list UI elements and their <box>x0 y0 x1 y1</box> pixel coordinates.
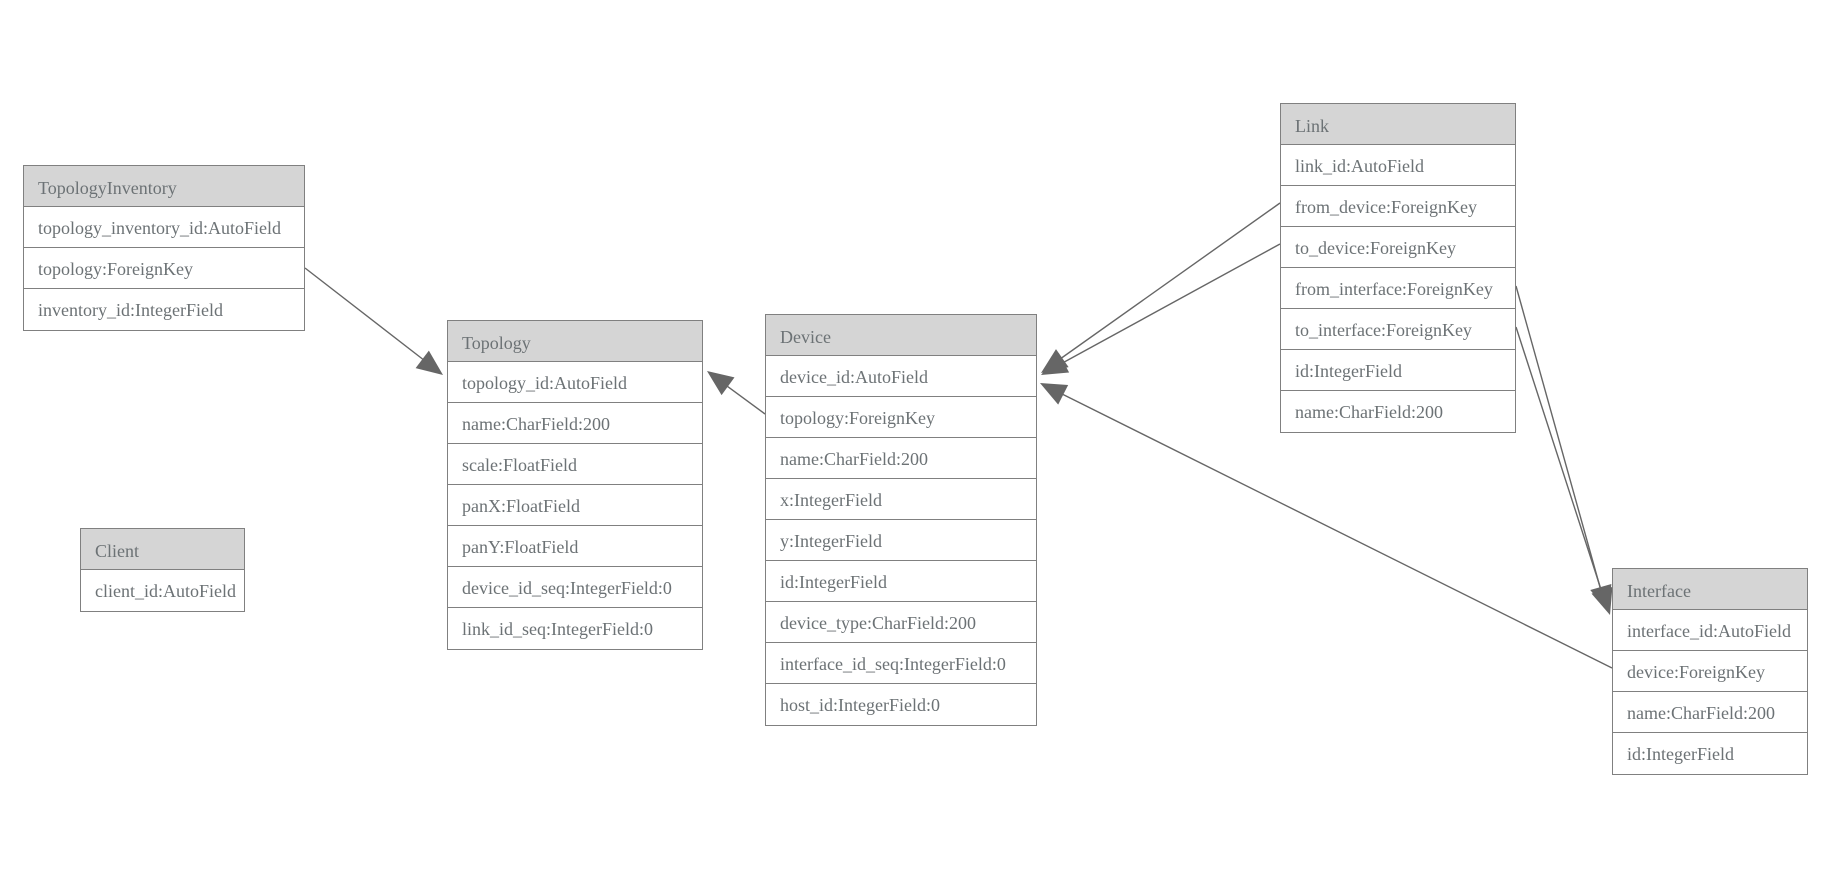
relationship-link-from-device <box>1041 202 1281 373</box>
relationship-line <box>1045 202 1281 370</box>
relationship-line <box>1515 285 1606 606</box>
entity-attribute-row[interactable]: host_id:IntegerField:0 <box>766 684 1036 725</box>
entity-attribute-row[interactable]: to_device:ForeignKey <box>1281 227 1515 268</box>
relationship-line <box>1045 243 1281 373</box>
entity-attribute-row[interactable]: scale:FloatField <box>448 444 702 485</box>
entity-attribute-row[interactable]: id:IntegerField <box>1613 733 1807 774</box>
entity-attribute-row[interactable]: client_id:AutoField <box>81 570 244 611</box>
entity-attribute-row[interactable]: panY:FloatField <box>448 526 702 567</box>
relationship-line <box>1515 326 1608 609</box>
entity-attribute-row[interactable]: x:IntegerField <box>766 479 1036 520</box>
entity-attribute-row[interactable]: name:CharField:200 <box>766 438 1036 479</box>
entity-title-link: Link <box>1281 104 1515 145</box>
arrowhead-icon <box>415 350 443 375</box>
entity-attribute-row[interactable]: id:IntegerField <box>1281 350 1515 391</box>
entity-attribute-row[interactable]: topology_id:AutoField <box>448 362 702 403</box>
entity-attribute-row[interactable]: y:IntegerField <box>766 520 1036 561</box>
entity-title-topology: Topology <box>448 321 702 362</box>
arrowhead-icon <box>1040 383 1069 405</box>
entity-attribute-row[interactable]: panX:FloatField <box>448 485 702 526</box>
entity-title-device: Device <box>766 315 1036 356</box>
relationship-link-to-interface <box>1515 326 1613 615</box>
relationship-device-topology <box>707 371 766 415</box>
entity-attribute-row[interactable]: topology:ForeignKey <box>766 397 1036 438</box>
entity-attribute-row[interactable]: inventory_id:IntegerField <box>24 289 304 330</box>
entity-attribute-row[interactable]: interface_id:AutoField <box>1613 610 1807 651</box>
entity-attribute-row[interactable]: device:ForeignKey <box>1613 651 1807 692</box>
entity-attribute-row[interactable]: topology_inventory_id:AutoField <box>24 207 304 248</box>
entity-attribute-row[interactable]: device_id:AutoField <box>766 356 1036 397</box>
entity-attribute-row[interactable]: name:CharField:200 <box>1613 692 1807 733</box>
entity-attribute-row[interactable]: device_type:CharField:200 <box>766 602 1036 643</box>
relationship-link-to-device <box>1041 243 1281 375</box>
entity-attribute-row[interactable]: name:CharField:200 <box>448 403 702 444</box>
arrowhead-icon <box>707 371 735 396</box>
entity-attribute-row[interactable]: link_id_seq:IntegerField:0 <box>448 608 702 649</box>
arrowhead-icon <box>1041 349 1069 373</box>
entity-title-client: Client <box>81 529 244 570</box>
entity-title-interface: Interface <box>1613 569 1807 610</box>
relationship-topologyinventory-topology <box>304 267 443 375</box>
arrowhead-icon <box>1041 353 1070 375</box>
entity-attribute-row[interactable]: name:CharField:200 <box>1281 391 1515 432</box>
entity-attribute-row[interactable]: from_interface:ForeignKey <box>1281 268 1515 309</box>
relationship-link-from-interface <box>1515 285 1612 612</box>
entity-attribute-row[interactable]: topology:ForeignKey <box>24 248 304 289</box>
entity-attribute-row[interactable]: device_id_seq:IntegerField:0 <box>448 567 702 608</box>
entity-attribute-row[interactable]: id:IntegerField <box>766 561 1036 602</box>
entity-attribute-row[interactable]: link_id:AutoField <box>1281 145 1515 186</box>
relationship-line <box>711 374 766 415</box>
entity-attribute-row[interactable]: to_interface:ForeignKey <box>1281 309 1515 350</box>
entity-title-topologyinventory: TopologyInventory <box>24 166 304 207</box>
entity-attribute-row[interactable]: from_device:ForeignKey <box>1281 186 1515 227</box>
entity-attribute-row[interactable]: interface_id_seq:IntegerField:0 <box>766 643 1036 684</box>
relationship-line <box>304 267 439 372</box>
